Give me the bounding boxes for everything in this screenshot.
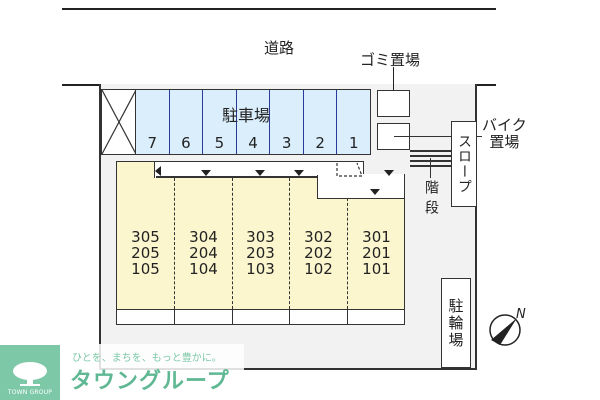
unit-305: 305 bbox=[131, 228, 160, 246]
north-compass-icon: N bbox=[489, 307, 526, 346]
parking-area: 7 6 5 4 3 2 1 bbox=[101, 89, 371, 155]
stairs-label: 階段 bbox=[423, 180, 439, 220]
entry-arrow-left bbox=[155, 166, 161, 176]
stairs-leader-line bbox=[430, 158, 431, 178]
parking-label: 駐車場 bbox=[222, 106, 271, 125]
entry-arrow-303 bbox=[294, 170, 304, 176]
corridor-join bbox=[155, 176, 318, 178]
logo-brand-name: タウングループ bbox=[70, 369, 230, 394]
parking-slot-1: 1 bbox=[337, 90, 371, 154]
x-mark-icon bbox=[102, 90, 136, 154]
parking-slot-5: 5 bbox=[203, 90, 237, 154]
garbage-area bbox=[377, 90, 410, 117]
unit-101: 101 bbox=[362, 260, 391, 278]
unit-104: 104 bbox=[189, 260, 218, 278]
stair-step bbox=[410, 165, 452, 167]
road-label: 道路 bbox=[264, 39, 295, 57]
road-edge-top bbox=[62, 8, 496, 10]
garbage-area-label: ゴミ置場 bbox=[360, 51, 421, 69]
unit-301: 301 bbox=[362, 228, 391, 246]
slope: スロープ bbox=[451, 121, 477, 207]
unit-stack-5: 305 205 105 bbox=[117, 228, 174, 278]
north-label: N bbox=[516, 307, 526, 322]
entry-arrow-305 bbox=[201, 170, 211, 176]
unit-divider bbox=[232, 178, 233, 309]
stair-step bbox=[410, 160, 452, 162]
unit-205: 205 bbox=[131, 244, 160, 262]
parking-slot-2: 2 bbox=[303, 90, 338, 154]
dashed-outline bbox=[336, 162, 363, 177]
unit-divider bbox=[174, 178, 175, 309]
corridor-right-edge bbox=[403, 174, 405, 200]
parking-slot-6: 6 bbox=[169, 90, 204, 154]
town-group-logo: TOWN GROUP bbox=[0, 345, 60, 400]
unit-divider bbox=[289, 178, 290, 309]
unit-203: 203 bbox=[246, 244, 275, 262]
balcony-5 bbox=[116, 309, 175, 325]
logo-tagline: ひとを、まちを、もっと豊かに。 bbox=[72, 353, 222, 364]
garbage-leader-line bbox=[393, 67, 394, 103]
unit-102: 102 bbox=[304, 260, 333, 278]
unit-303: 303 bbox=[246, 228, 275, 246]
parking-slot-7: 7 bbox=[136, 90, 170, 154]
unit-stack-1: 301 201 101 bbox=[348, 228, 405, 278]
unit-302: 302 bbox=[304, 228, 333, 246]
logo-company-name: TOWN GROUP bbox=[7, 389, 53, 396]
stair-step bbox=[410, 150, 452, 152]
unit-201: 201 bbox=[362, 244, 391, 262]
stair-step bbox=[410, 155, 452, 157]
corridor-lower bbox=[317, 175, 405, 199]
balcony-3 bbox=[232, 309, 290, 325]
bicycle-parking: 駐輪場 bbox=[441, 278, 471, 368]
tree-icon bbox=[13, 362, 47, 386]
bicycle-parking-label: 駐輪場 bbox=[446, 297, 465, 349]
crossed-out-space bbox=[102, 90, 136, 154]
bike-area-label: バイク 置場 bbox=[482, 117, 527, 151]
bike-label-line2: 置場 bbox=[489, 133, 520, 151]
parking-slot-4: 4 bbox=[236, 90, 271, 154]
entry-arrow-301 bbox=[370, 189, 380, 195]
unit-304: 304 bbox=[189, 228, 218, 246]
slope-label: スロープ bbox=[456, 134, 472, 194]
parking-slot-3: 3 bbox=[270, 90, 304, 154]
logo-background bbox=[68, 344, 244, 394]
unit-divider bbox=[347, 198, 348, 309]
balcony-1 bbox=[347, 309, 405, 325]
unit-105: 105 bbox=[131, 260, 160, 278]
unit-stack-2: 302 202 102 bbox=[290, 228, 347, 278]
entry-arrow-302 bbox=[384, 170, 394, 176]
entry-arrow-304 bbox=[255, 170, 265, 176]
balcony-2 bbox=[289, 309, 348, 325]
unit-stack-4: 304 204 104 bbox=[175, 228, 232, 278]
balcony-4 bbox=[174, 309, 233, 325]
unit-103: 103 bbox=[246, 260, 275, 278]
bike-label-line1: バイク bbox=[482, 116, 527, 134]
unit-204: 204 bbox=[189, 244, 218, 262]
unit-stack-3: 303 203 103 bbox=[232, 228, 289, 278]
bike-area-leader-line bbox=[394, 136, 488, 137]
unit-202: 202 bbox=[304, 244, 333, 262]
